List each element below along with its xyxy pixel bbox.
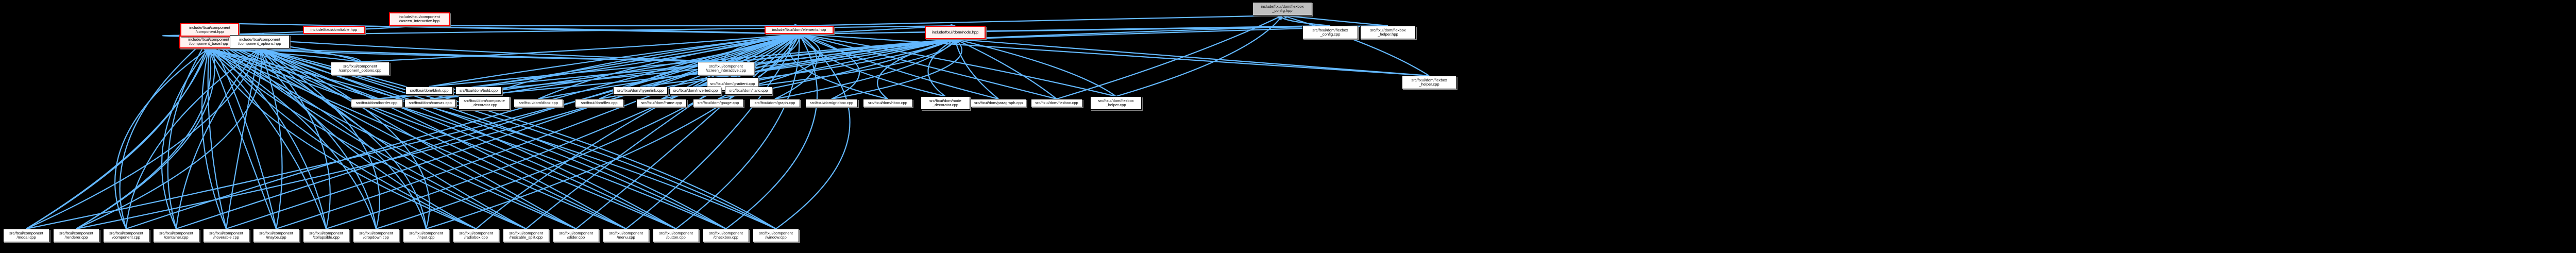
graph-node[interactable]: src/ftxui/component /window.cpp: [753, 229, 799, 242]
graph-node[interactable]: src/ftxui/dom/border.cpp: [351, 99, 402, 107]
graph-node[interactable]: src/ftxui/component /button.cpp: [653, 229, 699, 242]
graph-node[interactable]: src/ftxui/dom/flexbox.cpp: [1031, 99, 1082, 107]
graph-node[interactable]: include/ftxui/component /component_base.…: [179, 35, 238, 48]
graph-node[interactable]: src/ftxui/dom/composite _decorator.cpp: [459, 96, 510, 110]
graph-node[interactable]: src/ftxui/component /maybe.cpp: [253, 229, 299, 242]
graph-node[interactable]: include/ftxui/dom/node.hpp: [925, 26, 986, 39]
graph-node[interactable]: src/ftxui/component /hoverable.cpp: [203, 229, 249, 242]
graph-node[interactable]: src/ftxui/component /slider.cpp: [553, 229, 599, 242]
graph-node[interactable]: src/ftxui/dom/flexbox _helper.cpp: [1090, 96, 1142, 110]
graph-node[interactable]: src/ftxui/dom/flexbox _helper.hpp: [1360, 26, 1416, 39]
graph-node[interactable]: include/ftxui/dom/table.hpp: [303, 26, 365, 34]
graph-node[interactable]: src/ftxui/dom/flex.cpp: [575, 99, 623, 107]
graph-node[interactable]: src/ftxui/component /checkbox.cpp: [703, 229, 749, 242]
graph-node[interactable]: src/ftxui/dom/gauge.cpp: [693, 99, 743, 107]
graph-node[interactable]: src/ftxui/dom/blink.cpp: [405, 87, 453, 95]
graph-node[interactable]: src/ftxui/dom/canvas.cpp: [404, 99, 456, 107]
graph-node[interactable]: src/ftxui/component /dropdown.cpp: [353, 229, 399, 242]
graph-node[interactable]: src/ftxui/component /component_options.c…: [331, 62, 389, 75]
graph-node[interactable]: src/ftxui/component /screen_interactive.…: [698, 62, 754, 75]
graph-node[interactable]: src/ftxui/dom/frame.cpp: [636, 99, 687, 107]
graph-node[interactable]: src/ftxui/component /container.cpp: [153, 229, 199, 242]
graph-node[interactable]: src/ftxui/component /menu.cpp: [603, 229, 649, 242]
graph-node[interactable]: include/ftxui/dom/flexbox _config.hpp: [1252, 2, 1312, 15]
graph-node[interactable]: src/ftxui/component /collapsible.cpp: [303, 229, 349, 242]
graph-node[interactable]: src/ftxui/dom/dbox.cpp: [514, 99, 563, 107]
graph-node[interactable]: src/ftxui/dom/bold.cpp: [455, 87, 502, 95]
graph-node[interactable]: src/ftxui/component /input.cpp: [403, 229, 449, 242]
graph-node[interactable]: src/ftxui/dom/node _decorator.cpp: [921, 96, 970, 110]
graph-node[interactable]: src/ftxui/component /radiobox.cpp: [453, 229, 499, 242]
graph-node[interactable]: src/ftxui/dom/hyperlink.cpp: [613, 87, 668, 95]
graph-node[interactable]: src/ftxui/dom/graph.cpp: [750, 99, 800, 107]
graph-node[interactable]: src/ftxui/component /component.cpp: [103, 229, 149, 242]
graph-node[interactable]: src/ftxui/dom/flexbox _helper.cpp: [1402, 76, 1456, 89]
graph-node[interactable]: src/ftxui/component /renderer.cpp: [53, 229, 99, 242]
graph-node[interactable]: src/ftxui/dom/gridbox.cpp: [805, 99, 858, 107]
graph-node[interactable]: src/ftxui/dom/italic.cpp: [725, 87, 772, 95]
graph-node[interactable]: src/ftxui/dom/flexbox _config.cpp: [1302, 26, 1358, 39]
graph-node[interactable]: include/ftxui/component /screen_interact…: [389, 12, 450, 26]
graph-node[interactable]: include/ftxui/dom/elements.hpp: [765, 26, 834, 34]
graph-node[interactable]: src/ftxui/dom/inverted.cpp: [670, 87, 721, 95]
graph-node[interactable]: src/ftxui/component /modal.cpp: [3, 229, 49, 242]
graph-node[interactable]: include/ftxui/component /component_optio…: [230, 35, 290, 48]
graph-node[interactable]: src/ftxui/dom/paragraph.cpp: [971, 99, 1026, 107]
graph-node[interactable]: src/ftxui/dom/hbox.cpp: [863, 99, 912, 107]
graph-node[interactable]: src/ftxui/component /resizable_split.cpp: [503, 229, 549, 242]
